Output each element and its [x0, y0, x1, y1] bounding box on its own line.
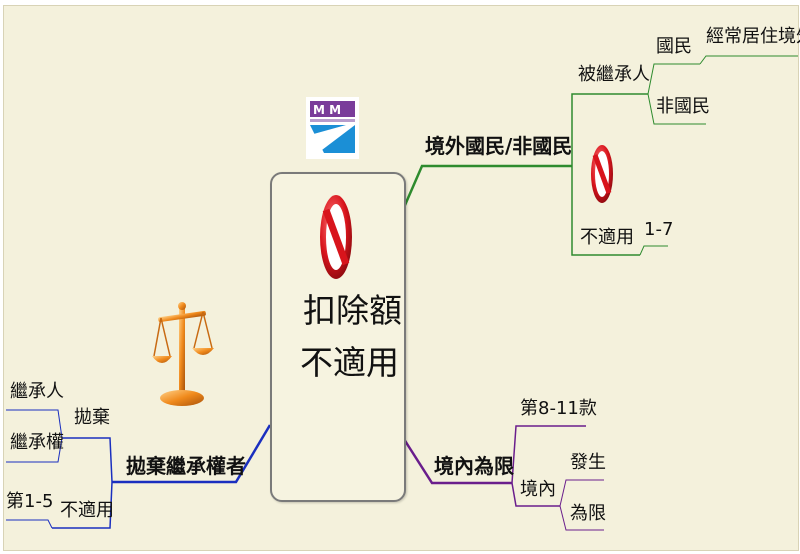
connector-clauses: [511, 425, 586, 484]
connector-non-national: [647, 93, 706, 125]
node-limited: 為限: [570, 503, 606, 524]
node-non-national: 非國民: [656, 96, 710, 117]
node-range-renounce: 第1-5: [6, 491, 54, 512]
connector-foreign: [400, 164, 572, 213]
connector-national-detail: [699, 55, 798, 65]
connector-inheritance-right: [6, 437, 63, 463]
central-line-1: 扣除額: [303, 291, 402, 330]
branch-renounce: 拋棄繼承權者: [126, 454, 246, 478]
connector-domestic: [400, 435, 512, 485]
connector-range-foreign: [639, 245, 668, 256]
node-national-detail: 經常居住境外: [706, 26, 800, 47]
node-clauses: 第8-11款: [520, 398, 597, 419]
node-within: 境內: [520, 479, 556, 500]
node-heir: 繼承人: [10, 381, 64, 402]
node-not-applicable-renounce: 不適用: [60, 500, 114, 521]
connector-range-renounce: [52, 481, 113, 529]
connector-occur: [559, 479, 604, 507]
company-logo-icon: M M: [306, 97, 359, 159]
node-not-applicable-foreign: 不適用: [580, 227, 634, 248]
prohibition-icon: [320, 195, 352, 279]
svg-text:M M: M M: [313, 103, 341, 117]
central-line-2: 不適用: [300, 343, 399, 382]
balance-scale-icon: [152, 302, 214, 406]
connector-renounce: [112, 424, 272, 484]
node-national: 國民: [656, 36, 692, 57]
node-occur: 發生: [570, 452, 606, 473]
node-inheritance-right: 繼承權: [10, 432, 64, 453]
connector-within: [511, 482, 560, 507]
connector-not-applicable-foreign: [571, 166, 640, 256]
connector-renounce-leaf: [62, 437, 113, 483]
node-renounce: 拋棄: [74, 407, 110, 428]
branch-domestic: 境內為限: [434, 454, 514, 478]
node-decedent: 被繼承人: [578, 64, 650, 85]
connector-national: [647, 63, 700, 95]
connector-not-applicable-renounce: [6, 519, 53, 529]
node-range-foreign: 1-7: [644, 219, 674, 240]
connector-decedent: [571, 93, 648, 166]
prohibition-small-icon: [591, 145, 613, 203]
connector-limited: [559, 505, 604, 531]
connector-heir: [6, 409, 63, 439]
branch-foreign: 境外國民/非國民: [425, 134, 573, 158]
